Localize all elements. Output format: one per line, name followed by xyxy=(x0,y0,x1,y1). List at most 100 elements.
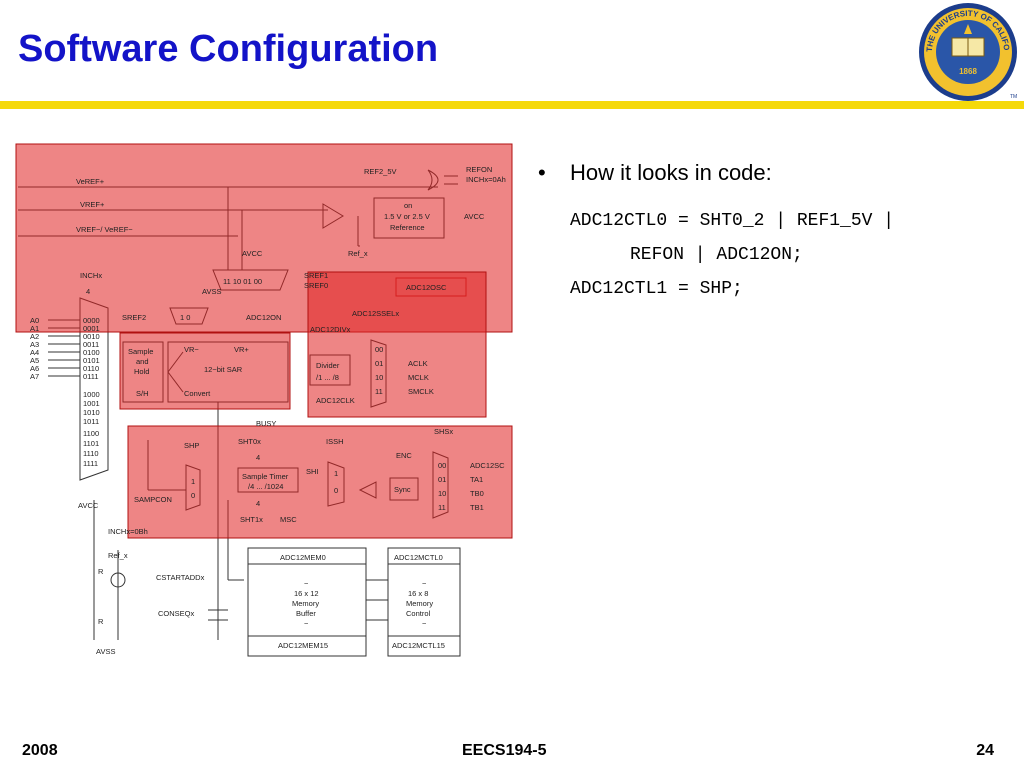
label-reference: Reference xyxy=(390,223,425,232)
label-mctl-dash-top: − xyxy=(422,579,427,588)
label-sample: Sample xyxy=(128,347,153,356)
label-and: and xyxy=(136,357,149,366)
label-divider: Divider xyxy=(316,361,340,370)
label-sample-timer-range: /4 ... /1024 xyxy=(248,482,283,491)
label-code-0101: 0101 xyxy=(83,356,100,365)
seal-trademark: TM xyxy=(1010,94,1017,100)
label-mux-small: 1 0 xyxy=(180,313,190,322)
label-sar: 12−bit SAR xyxy=(204,365,243,374)
label-conseq: CONSEQx xyxy=(158,609,195,618)
slide-title: Software Configuration xyxy=(18,28,439,70)
label-mem-memory: Memory xyxy=(292,599,319,608)
label-vr-minus: VR− xyxy=(184,345,199,354)
label-adc12clk: ADC12CLK xyxy=(316,396,355,405)
code-block: ADC12CTL0 = SHT0_2 | REF1_5V | REFON | A… xyxy=(538,204,1018,306)
label-channel-a4: A4 xyxy=(30,348,39,357)
label-ref-x-lower: Ref_x xyxy=(108,551,128,560)
label-mctl-size: 16 x 8 xyxy=(408,589,428,598)
label-sref1: SREF1 xyxy=(304,271,328,280)
label-mctl-bottom: ADC12MCTL15 xyxy=(392,641,445,650)
code-line-3: ADC12CTL1 = SHP; xyxy=(570,279,743,299)
label-mem-bottom: ADC12MEM15 xyxy=(278,641,328,650)
label-mem-top: ADC12MEM0 xyxy=(280,553,326,562)
label-ref-on: on xyxy=(404,201,412,210)
label-mclk: MCLK xyxy=(408,373,429,382)
label-smclk: SMCLK xyxy=(408,387,434,396)
label-tb0: TB0 xyxy=(470,489,484,498)
code-line-1: ADC12CTL0 = SHT0_2 | REF1_5V | xyxy=(570,211,895,231)
label-shs-code-00: 00 xyxy=(438,461,446,470)
label-sht0-width: 4 xyxy=(256,453,260,462)
label-mux-inputs: 11 10 01 00 xyxy=(223,277,262,286)
label-adc12div: ADC12DIVx xyxy=(310,325,351,334)
label-shs-code-01: 01 xyxy=(438,475,446,484)
label-shp-0: 0 xyxy=(191,491,195,500)
label-mem-buffer: Buffer xyxy=(296,609,316,618)
label-mctl-memory: Memory xyxy=(406,599,433,608)
label-channel-a5: A5 xyxy=(30,356,39,365)
label-shs-code-10: 10 xyxy=(438,489,446,498)
label-sref0: SREF0 xyxy=(304,281,328,290)
label-cstartadd: CSTARTADDx xyxy=(156,573,205,582)
label-tb1: TB1 xyxy=(470,503,484,512)
label-convert: Convert xyxy=(184,389,211,398)
label-clk-code-11: 11 xyxy=(375,387,383,396)
label-code-0011: 0011 xyxy=(83,340,99,349)
highlight-sample-timer-region xyxy=(127,425,513,539)
label-issh: ISSH xyxy=(326,437,344,446)
bullet-item: • How it looks in code: xyxy=(538,160,1018,186)
bullet-dot-icon: • xyxy=(538,160,546,185)
label-code-1011: 1011 xyxy=(83,417,99,426)
label-mctl-control: Control xyxy=(406,609,431,618)
label-shi: SHI xyxy=(306,467,319,476)
label-ref-range: 1.5 V or 2.5 V xyxy=(384,212,430,221)
label-sample-timer: Sample Timer xyxy=(242,472,289,481)
label-code-0010: 0010 xyxy=(83,332,100,341)
label-avss: AVSS xyxy=(202,287,221,296)
label-sh: S/H xyxy=(136,389,149,398)
label-avcc-lower: AVCC xyxy=(78,501,99,510)
footer-year: 2008 xyxy=(22,742,58,759)
label-channel-a1: A1 xyxy=(30,324,39,333)
label-code-0110: 0110 xyxy=(83,364,99,373)
label-shs-code-11: 11 xyxy=(438,503,446,512)
label-clk-code-01: 01 xyxy=(375,359,383,368)
label-code-1010: 1010 xyxy=(83,408,100,417)
label-sht1x: SHT1x xyxy=(240,515,263,524)
label-channel-a2: A2 xyxy=(30,332,39,341)
channel-labels: A0 A1 A2 A3 A4 A5 A6 A7 xyxy=(30,316,39,381)
label-avcc-mux: AVCC xyxy=(242,249,263,258)
label-channel-a7: A7 xyxy=(30,372,39,381)
label-code-0100: 0100 xyxy=(83,348,100,357)
label-inchx-width: 4 xyxy=(86,287,90,296)
label-sref2: SREF2 xyxy=(122,313,146,322)
university-seal: THE UNIVERSITY OF CALIFORNIA 1868 TM xyxy=(918,2,1017,101)
label-refon: REFON xyxy=(466,165,492,174)
label-sampcon: SAMPCON xyxy=(134,495,172,504)
label-code-0001: 0001 xyxy=(83,324,100,333)
label-code-1110: 1110 xyxy=(83,449,99,458)
label-adc12ssel: ADC12SSELx xyxy=(352,309,399,318)
label-sht0x: SHT0x xyxy=(238,437,261,446)
label-issh-1: 1 xyxy=(334,469,338,478)
label-mctl-dash-bottom: − xyxy=(422,619,427,628)
highlight-clock-region xyxy=(307,271,487,418)
label-code-1101: 1101 xyxy=(83,439,99,448)
label-mem-dash-bottom: − xyxy=(304,619,309,628)
label-ref2-5v: REF2_5V xyxy=(364,167,397,176)
adc12-block-diagram: VeREF+ VREF+ VREF−/ VeREF− REF2_5V REFON… xyxy=(15,143,513,657)
label-code-1001: 1001 xyxy=(83,399,100,408)
label-vref-plus: VREF+ xyxy=(80,200,105,209)
label-issh-0: 0 xyxy=(334,486,338,495)
code-line-2: REFON | ADC12ON; xyxy=(630,245,803,265)
label-resistor-2: R xyxy=(98,617,104,626)
label-adc12on: ADC12ON xyxy=(246,313,281,322)
highlight-sar-region xyxy=(119,332,291,410)
label-channel-a6: A6 xyxy=(30,364,39,373)
star-icon xyxy=(964,24,972,34)
label-avss-lower: AVSS xyxy=(96,647,115,656)
label-ta1: TA1 xyxy=(470,475,483,484)
label-clk-code-00: 00 xyxy=(375,345,383,354)
label-hold: Hold xyxy=(134,367,149,376)
label-clk-code-10: 10 xyxy=(375,373,383,382)
